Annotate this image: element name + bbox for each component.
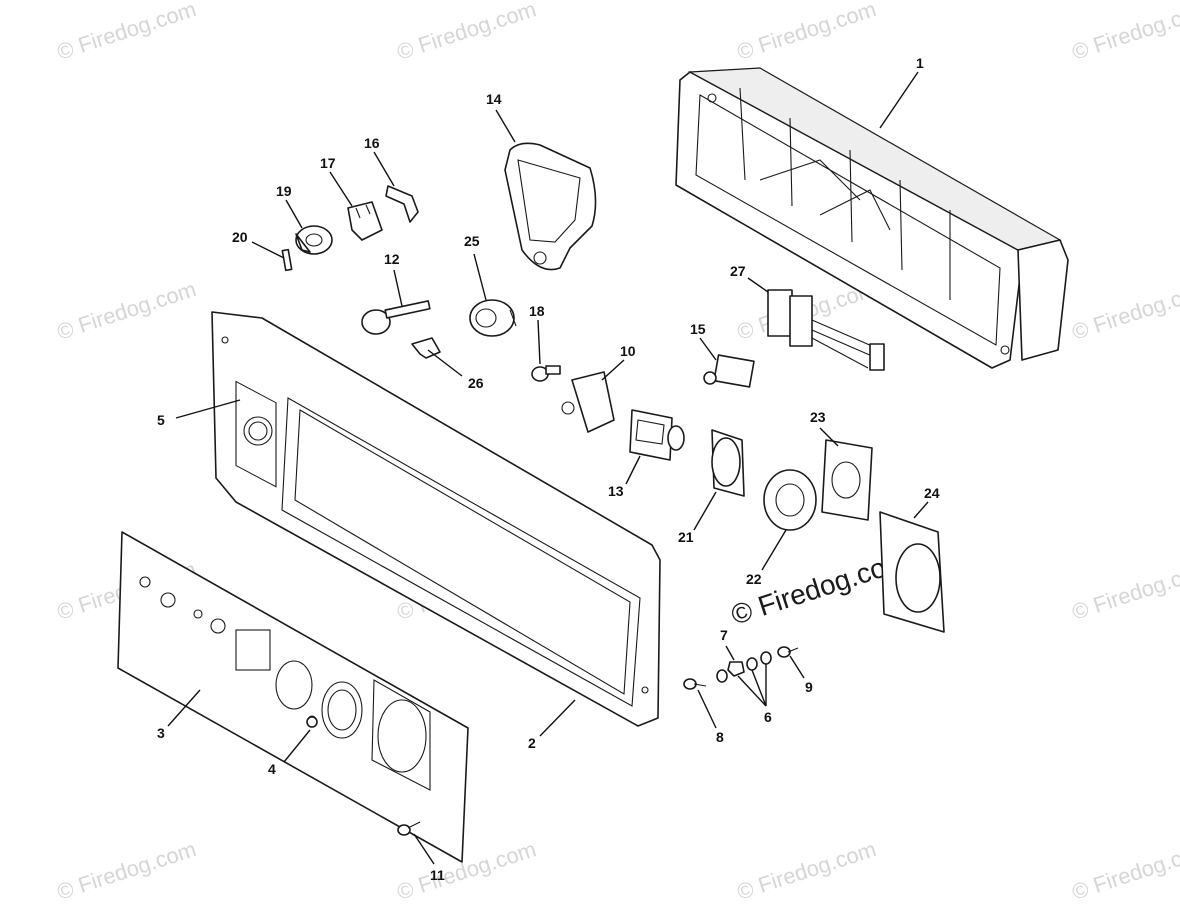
watermark-text: © Firedog.com: [1069, 276, 1180, 344]
callout-21: 21: [678, 529, 694, 545]
callout-24: 24: [924, 485, 940, 501]
leader-lines: [167, 71, 929, 865]
part-19-knob: [295, 225, 333, 255]
callout-3: 3: [157, 725, 165, 741]
part-27-wire-harness: [767, 289, 885, 371]
part-15-breaker: [703, 354, 755, 388]
callout-23: 23: [810, 409, 826, 425]
callout-25: 25: [464, 233, 480, 249]
part-3-mounting-plate: [117, 531, 469, 863]
part-2-front-panel: [211, 311, 661, 727]
watermark-text: © Firedog.com: [734, 0, 879, 65]
part-13-meter: [629, 409, 685, 461]
part-24-outlet: [879, 511, 945, 633]
callout-labels: 1 2 3 4 5 6 7 8 9 10 11 12 13 14 15 16 1…: [157, 55, 940, 883]
callout-18: 18: [529, 303, 545, 319]
callout-8: 8: [716, 729, 724, 745]
watermark-text: © Firedog.com: [394, 0, 539, 65]
part-9-screw: [777, 646, 799, 658]
callout-17: 17: [320, 155, 336, 171]
part-22-receptacle: [763, 469, 817, 531]
callout-4: 4: [268, 761, 276, 777]
callout-15: 15: [690, 321, 706, 337]
part-7-nut: [727, 661, 745, 677]
part-10-circuit-breaker: [561, 371, 615, 433]
part-26-clip: [411, 337, 441, 359]
watermark-text: © Firedog.com: [54, 836, 199, 904]
callout-11: 11: [430, 867, 445, 883]
callout-27: 27: [730, 263, 746, 279]
part-1-control-box-housing: [675, 67, 1069, 369]
watermark-text: © Firedog.com: [1069, 836, 1180, 904]
part-25-rotary-switch: [469, 299, 517, 337]
callout-13: 13: [608, 483, 624, 499]
watermark-text: © Firedog.com: [394, 836, 539, 904]
callout-14: 14: [486, 91, 502, 107]
callout-19: 19: [276, 183, 292, 199]
callout-10: 10: [620, 343, 636, 359]
part-11-screw: [397, 821, 421, 836]
watermark-text: © Firedog.com: [54, 0, 199, 65]
part-4-grommet: [306, 716, 318, 728]
part-20-clip: [281, 248, 293, 272]
part-18-indicator-lamp: [531, 365, 561, 382]
callout-16: 16: [364, 135, 380, 151]
part-12-plunger: [361, 300, 431, 335]
callout-26: 26: [468, 375, 484, 391]
watermark-text: © Firedog.com: [1069, 0, 1180, 65]
callout-20: 20: [232, 229, 248, 245]
watermark-text: © Firedog.com: [1069, 556, 1180, 624]
callout-7: 7: [720, 627, 728, 643]
callout-1: 1: [916, 55, 924, 71]
callout-22: 22: [746, 571, 762, 587]
callout-9: 9: [805, 679, 813, 695]
callout-6: 6: [764, 709, 772, 725]
callout-2: 2: [528, 735, 536, 751]
part-21-receptacle: [711, 429, 745, 497]
part-17-switch: [347, 201, 383, 241]
part-6-washers: [716, 651, 772, 683]
part-8-screw: [683, 678, 707, 690]
callout-12: 12: [384, 251, 400, 267]
watermark-text: © Firedog.com: [734, 836, 879, 904]
part-23-receptacle: [821, 439, 873, 521]
part-16-bracket: [385, 185, 419, 223]
watermark-text: © Firedog.com: [54, 276, 199, 344]
callout-5: 5: [157, 412, 165, 428]
part-14-cover: [504, 142, 597, 271]
